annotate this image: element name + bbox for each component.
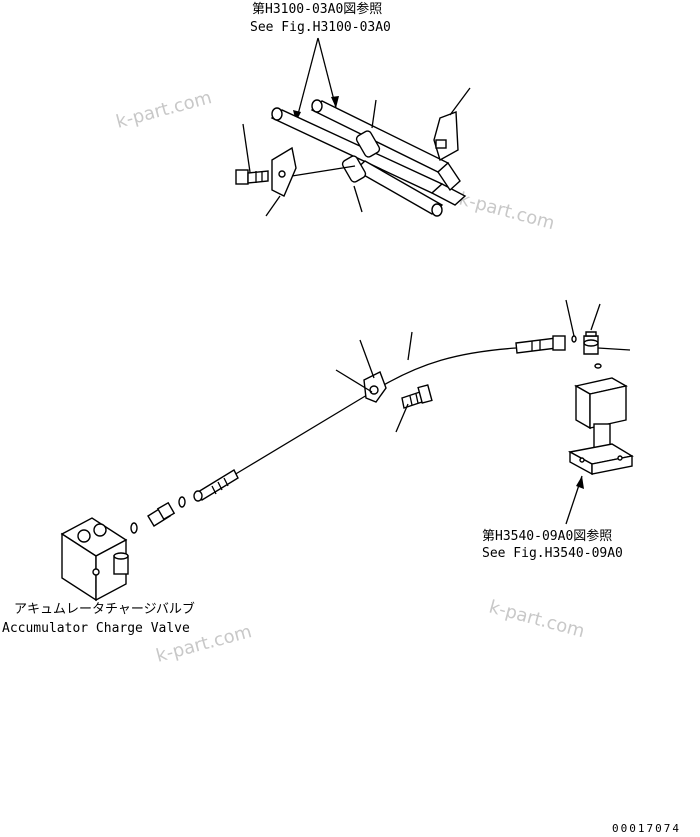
drawing-code: 00017074	[612, 822, 681, 835]
watermark: k-part.com	[487, 597, 587, 643]
right-fitting-assembly	[565, 299, 634, 525]
right-ref-jp: 第H3540-09A0図参照	[482, 528, 612, 544]
top-pipe-assembly	[235, 37, 471, 217]
hose-assembly	[193, 331, 566, 502]
watermark: k-part.com	[114, 87, 214, 133]
valve-label-en: Accumulator Charge Valve	[2, 621, 190, 636]
top-ref-jp: 第H3100-03A0図参照	[252, 1, 382, 17]
top-ref-en: See Fig.H3100-03A0	[250, 20, 391, 35]
right-ref-en: See Fig.H3540-09A0	[482, 546, 623, 561]
valve-label-jp: アキュムレータチャージバルブ	[14, 601, 195, 617]
accumulator-charge-valve	[60, 496, 186, 602]
watermark: k-part.com	[457, 189, 557, 235]
